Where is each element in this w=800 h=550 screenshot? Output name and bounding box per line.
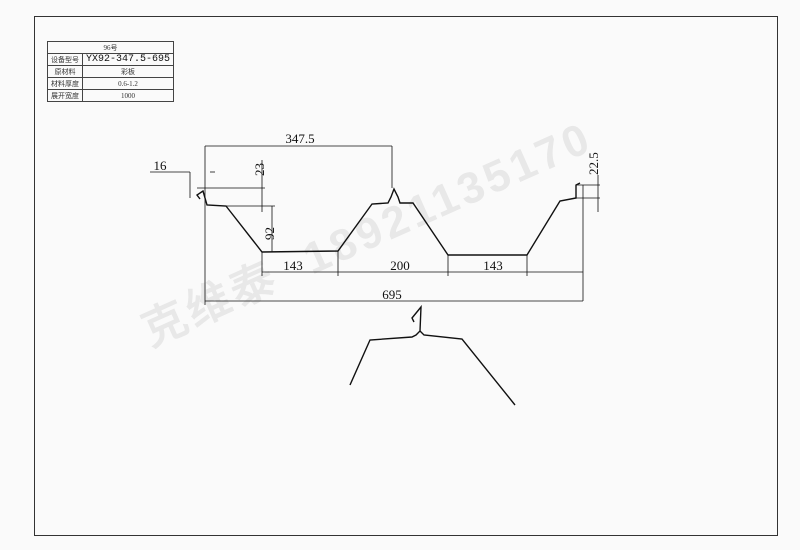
dim-cover-width: 695 <box>382 287 402 302</box>
detail-view <box>349 304 422 386</box>
dim-bottom-left: 143 <box>283 258 303 273</box>
dim-top-offset: 23 <box>252 163 267 176</box>
detail-view-right <box>419 330 516 406</box>
dim-pitch: 347.5 <box>285 131 314 146</box>
dimension-lines <box>150 145 600 305</box>
dim-lip: 16 <box>154 158 168 173</box>
profile-outline <box>195 182 581 256</box>
dim-height: 92 <box>262 227 277 240</box>
sheet-border <box>34 16 778 536</box>
dim-top-width: 200 <box>390 258 410 273</box>
spec-value: 1000 <box>81 89 175 102</box>
dim-bottom-right: 143 <box>483 258 503 273</box>
dim-right-edge: 22.5 <box>586 152 601 175</box>
